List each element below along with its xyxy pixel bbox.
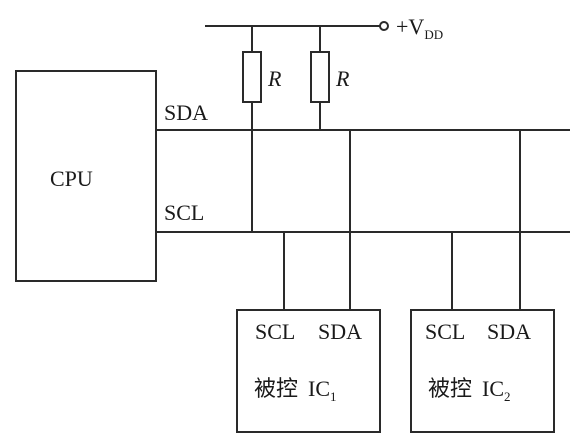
slave-device-2 [410,309,555,433]
cpu-block [15,70,157,282]
sda-bus-label: SDA [164,100,208,125]
dev2-scl-pin-label: SCL [425,319,465,344]
resistor-1 [242,51,262,103]
scl-bus-label: SCL [164,200,204,225]
dev1-sda-pin-label: SDA [318,319,362,344]
cpu-label: CPU [50,166,93,191]
resistor-1-label: R [267,66,282,91]
dev2-sda-pin-label: SDA [487,319,531,344]
vdd-label: +VDD [396,14,443,42]
resistor-2-label: R [335,66,350,91]
slave-device-1 [236,309,381,433]
dev1-scl-pin-label: SCL [255,319,295,344]
vdd-terminal [379,21,389,31]
resistor-2 [310,51,330,103]
